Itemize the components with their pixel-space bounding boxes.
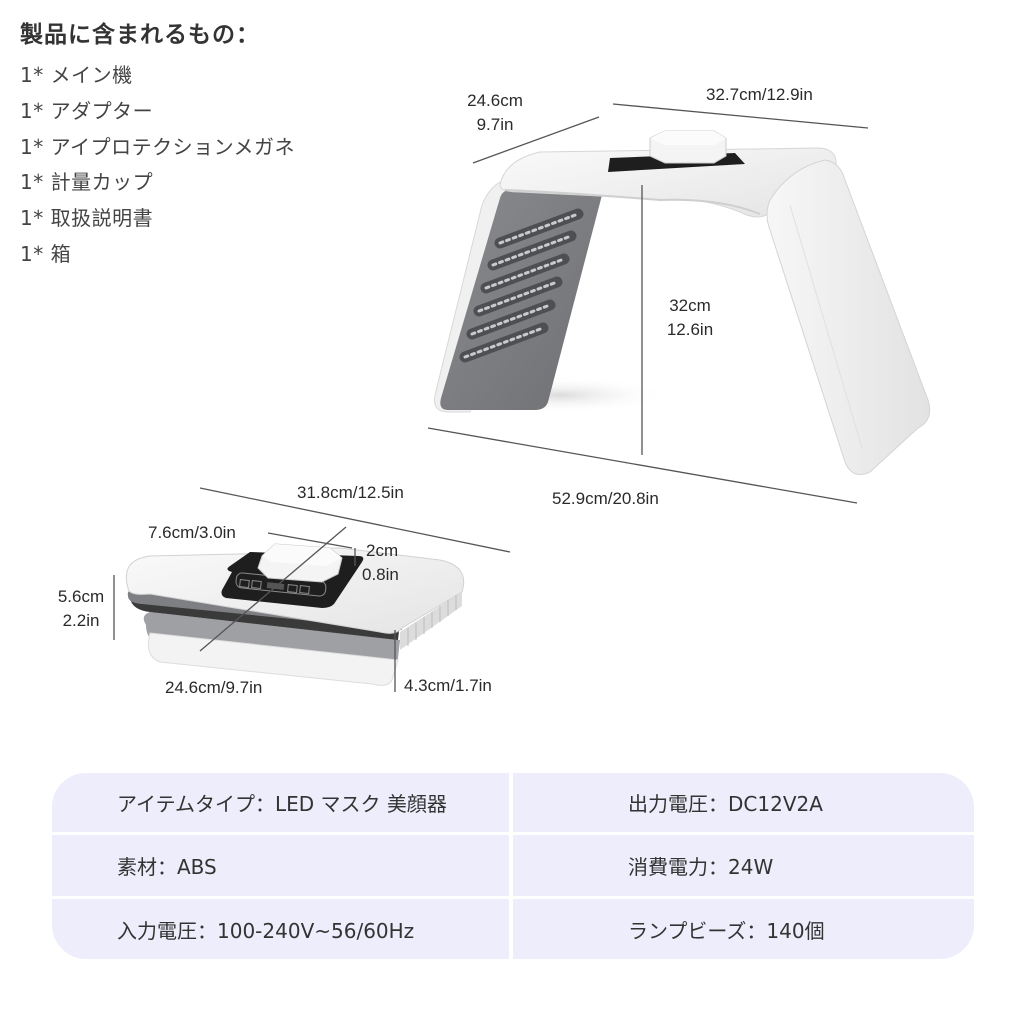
open-device <box>434 130 931 475</box>
right-leg <box>766 159 931 475</box>
spec-input-voltage: 入力電圧：100-240V~56/60Hz <box>52 899 509 959</box>
open-depth-cm: 24.6cm <box>467 91 523 110</box>
open-span-label: 52.9cm/20.8in <box>552 489 659 508</box>
contents-list: 1* メイン機 1* アダプター 1* アイプロテクションメガネ 1* 計量カッ… <box>20 58 295 273</box>
folded-control-knob <box>257 543 343 583</box>
open-device-dimension-lines <box>427 103 869 504</box>
folded-total-height-cm: 5.6cm <box>57 587 105 606</box>
spec-output-voltage: 出力電圧：DC12V2A <box>513 773 974 832</box>
folded-width-label: 24.6cm/9.7in <box>165 678 263 697</box>
open-height-label: 32cm 12.6in <box>656 294 724 342</box>
list-item: 1* 箱 <box>20 241 72 266</box>
open-height-in: 12.6in <box>666 320 714 339</box>
list-item: 1* アイプロテクションメガネ <box>20 134 295 159</box>
spec-power-consumption: 消費電力：24W <box>513 835 974 896</box>
folded-total-height-label: 5.6cm 2.2in <box>50 585 112 633</box>
spec-item-type: アイテムタイプ：LED マスク 美顔器 <box>52 773 509 832</box>
spec-material: 素材：ABS <box>52 835 509 896</box>
folded-device <box>125 543 465 686</box>
folded-length-label: 31.8cm/12.5in <box>297 483 404 502</box>
control-knob <box>649 130 727 164</box>
folded-knob-height-label: 2cm 0.8in <box>362 539 399 587</box>
folded-device-dimension-lines <box>113 487 511 692</box>
list-item: 1* 計量カップ <box>20 170 154 195</box>
folded-knob-height-cm: 2cm <box>366 541 399 560</box>
folded-body-height-label: 4.3cm/1.7in <box>404 676 492 695</box>
spec-lamp-beads: ランプビーズ：140個 <box>513 899 974 959</box>
spec-table: アイテムタイプ：LED マスク 美顔器 出力電圧：DC12V2A 素材：ABS … <box>52 773 974 959</box>
open-top-width-label: 32.7cm/12.9in <box>706 85 813 104</box>
contents-title: 製品に含まれるもの： <box>20 22 260 48</box>
list-item: 1* 取扱説明書 <box>20 206 154 231</box>
open-depth-in: 9.7in <box>476 115 514 134</box>
list-item: 1* アダプター <box>20 98 154 123</box>
folded-knob-height-in: 0.8in <box>362 565 399 584</box>
folded-total-height-in: 2.2in <box>62 611 100 630</box>
open-height-cm: 32cm <box>669 296 711 315</box>
list-item: 1* メイン機 <box>20 63 133 87</box>
open-depth-label: 24.6cm 9.7in <box>455 89 535 137</box>
top-bridge <box>499 147 837 218</box>
folded-knob-width-label: 7.6cm/3.0in <box>148 523 236 542</box>
package-contents: 製品に含まれるもの： 1* メイン機 1* アダプター 1* アイプロテクション… <box>20 18 295 273</box>
product-illustration <box>113 103 931 692</box>
